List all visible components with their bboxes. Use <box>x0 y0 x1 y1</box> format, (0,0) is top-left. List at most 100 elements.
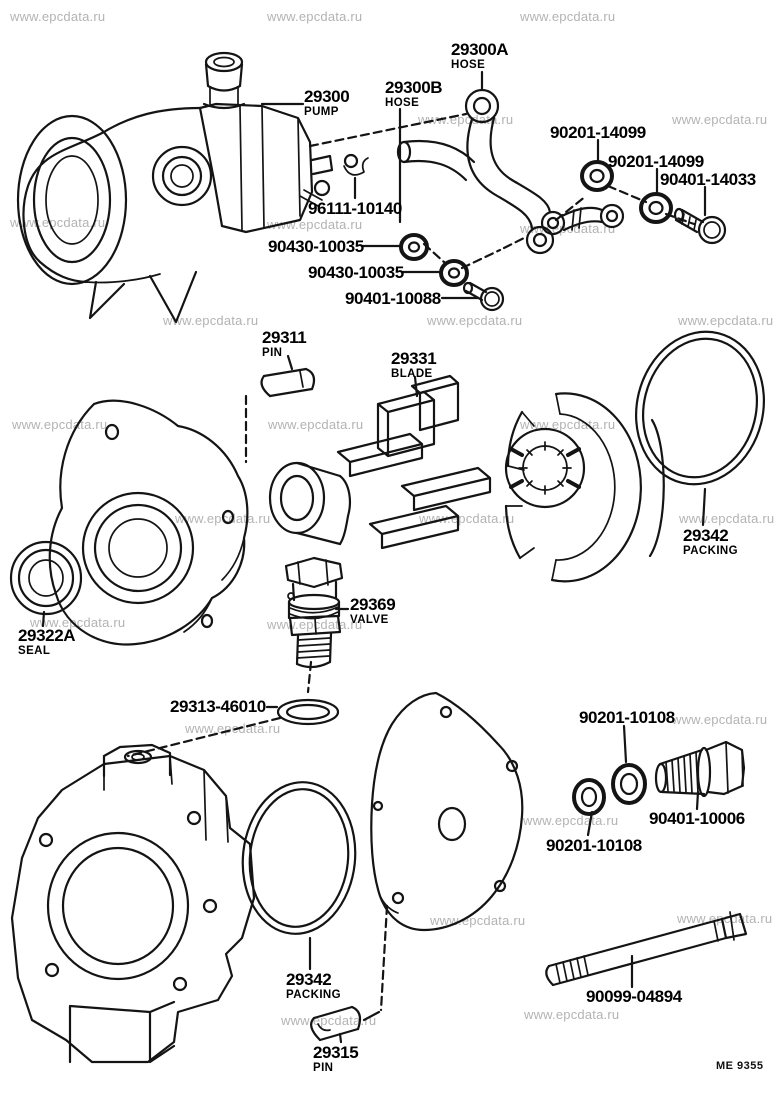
part-name: PIN <box>313 1062 334 1074</box>
grommet-2-drawing <box>639 192 673 224</box>
watermark: www.epcdata.ru <box>30 615 126 630</box>
part-number: 29342 <box>683 526 729 545</box>
watermark: www.epcdata.ru <box>523 813 619 828</box>
watermark: www.epcdata.ru <box>678 313 774 328</box>
part-number: 90201-10108 <box>546 836 642 855</box>
watermark: www.epcdata.ru <box>185 721 281 736</box>
part-name: SEAL <box>18 645 51 657</box>
front-housing-drawing <box>48 399 249 646</box>
callout-90201-14099-2: 90201-14099 <box>608 153 704 170</box>
bolt-10088-drawing <box>462 281 505 312</box>
watermark: www.epcdata.ru <box>672 112 768 127</box>
o-ring-29313-drawing <box>276 698 340 726</box>
part-name: PIN <box>262 347 283 359</box>
part-number: 29313-46010 <box>170 697 266 716</box>
watermark: www.epcdata.ru <box>427 313 523 328</box>
watermark: www.epcdata.ru <box>10 9 106 24</box>
callout-96111-10140: 96111-10140 <box>308 200 402 217</box>
part-name: PACKING <box>286 989 341 1001</box>
pump-casing-drawing <box>10 743 256 1064</box>
rear-cover-drawing <box>370 691 524 932</box>
watermark: www.epcdata.ru <box>520 9 616 24</box>
o-ring-29342-top-drawing <box>634 330 766 486</box>
watermark: www.epcdata.ru <box>268 417 364 432</box>
bolt-10006-drawing <box>654 740 746 798</box>
washer-10108-1-drawing <box>611 763 647 805</box>
part-number: 90201-14099 <box>550 123 646 142</box>
part-name: HOSE <box>451 59 486 71</box>
o-ring-29342-bottom-drawing <box>241 781 357 935</box>
callout-90430-10035-2: 90430-10035 <box>308 264 404 281</box>
watermark: www.epcdata.ru <box>163 313 259 328</box>
part-name: PACKING <box>683 545 738 557</box>
part-name: BLADE <box>391 368 433 380</box>
valve-drawing <box>284 556 344 669</box>
watermark: www.epcdata.ru <box>419 511 515 526</box>
hose-b-drawing <box>396 139 625 232</box>
pin-29311-drawing <box>260 367 316 398</box>
part-number: 90401-14033 <box>660 170 756 189</box>
part-number: 29342 <box>286 970 332 989</box>
watermark: www.epcdata.ru <box>672 712 768 727</box>
part-number: 90401-10006 <box>649 809 745 828</box>
watermark: www.epcdata.ru <box>10 215 106 230</box>
callout-90201-14099-1: 90201-14099 <box>550 124 646 141</box>
part-name: HOSE <box>385 97 420 109</box>
part-number: 29300 <box>304 87 350 106</box>
part-number: 90430-10035 <box>268 237 364 256</box>
callout-90201-10108-2: 90201-10108 <box>546 837 642 854</box>
through-bolt-drawing <box>545 911 748 987</box>
part-number: 29315 <box>313 1043 359 1062</box>
union-bolt-14033-drawing <box>673 207 727 245</box>
part-number: 90201-10108 <box>579 708 675 727</box>
hose-a-drawing <box>464 88 566 255</box>
callout-90099-04894: 90099-04894 <box>586 988 682 1005</box>
part-number: 90201-14099 <box>608 152 704 171</box>
clamp-drawing <box>343 153 369 176</box>
callout-90201-10108-1: 90201-10108 <box>579 709 675 726</box>
washer-10035-2-drawing <box>439 259 469 287</box>
watermark: www.epcdata.ru <box>267 9 363 24</box>
part-name: PUMP <box>304 106 339 118</box>
part-number: 96111-10140 <box>308 199 402 218</box>
part-name: VALVE <box>350 614 389 626</box>
part-number: 90430-10035 <box>308 263 404 282</box>
callout-29313-46010: 29313-46010 <box>170 698 266 715</box>
bushing-drawing <box>268 461 351 546</box>
rotor-assembly-drawing <box>504 392 665 583</box>
part-number: 90401-10088 <box>345 289 441 308</box>
leader-lines <box>41 70 707 1044</box>
blades-drawing <box>336 374 492 550</box>
oil-seal-drawing <box>9 540 83 616</box>
washer-10035-1-drawing <box>399 233 429 261</box>
watermark: www.epcdata.ru <box>12 417 108 432</box>
part-number: 29369 <box>350 595 396 614</box>
watermark: www.epcdata.ru <box>281 1013 377 1028</box>
part-number: 90099-04894 <box>586 987 682 1006</box>
part-number: 29331 <box>391 349 437 368</box>
pump-body-drawing <box>16 51 334 324</box>
watermark: www.epcdata.ru <box>267 217 363 232</box>
part-number: 29311 <box>262 328 307 347</box>
washer-10108-2-drawing <box>572 778 606 816</box>
figure-code: ME 9355 <box>716 1060 764 1072</box>
part-number: 29300A <box>451 40 509 59</box>
pin-29315-drawing <box>310 1005 362 1042</box>
part-number: 29300B <box>385 78 443 97</box>
part-number: 29322A <box>18 626 76 645</box>
dashed-lines <box>126 112 696 1012</box>
grommet-1-drawing <box>580 160 614 192</box>
callout-90401-10088: 90401-10088 <box>345 290 441 307</box>
